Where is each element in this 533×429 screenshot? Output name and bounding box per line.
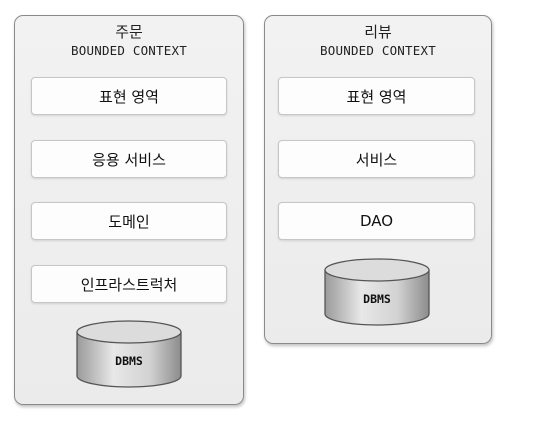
context-kind: BOUNDED CONTEXT	[71, 43, 187, 58]
database-icon: DBMS	[74, 319, 184, 391]
context-kind: BOUNDED CONTEXT	[320, 43, 436, 58]
layer-application-service: 응용 서비스	[31, 140, 227, 178]
layer-presentation: 표현 영역	[278, 77, 475, 115]
order-bounded-context: 주문 BOUNDED CONTEXT 표현 영역 응용 서비스 도메인 인프라스…	[14, 15, 244, 405]
layer-infrastructure: 인프라스트럭처	[31, 265, 227, 303]
layer-dao: DAO	[278, 202, 475, 240]
layer-domain: 도메인	[31, 202, 227, 240]
database-label: DBMS	[363, 292, 391, 306]
layer-presentation: 표현 영역	[31, 77, 227, 115]
context-name: 리뷰	[364, 23, 392, 41]
database-icon: DBMS	[322, 257, 432, 329]
context-name: 주문	[115, 23, 143, 41]
layer-service: 서비스	[278, 140, 475, 178]
review-bounded-context: 리뷰 BOUNDED CONTEXT 표현 영역 서비스 DAO DBMS	[264, 15, 492, 344]
database-label: DBMS	[115, 354, 143, 368]
